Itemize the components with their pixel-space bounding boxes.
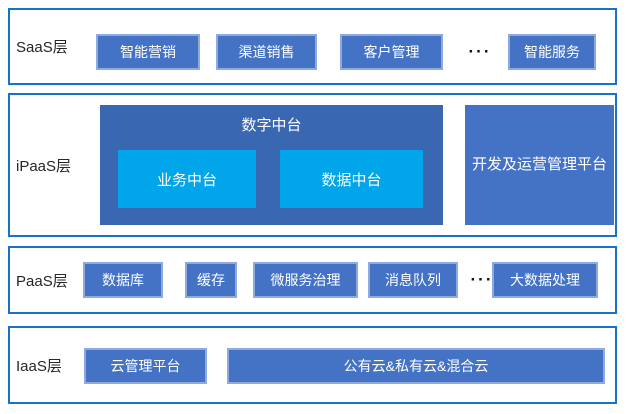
iaas-layer-label: IaaS层 <box>16 357 62 375</box>
paas-ellipsis: ··· <box>470 270 494 289</box>
saas-item-smart-marketing: 智能营销 <box>96 34 200 70</box>
devops-management-platform-box: 开发及运营管理平台 <box>465 105 614 225</box>
paas-layer-label: PaaS层 <box>16 272 68 290</box>
ipaas-band: iPaaS层 数字中台 业务中台 数据中台 开发及运营管理平台 <box>8 93 617 237</box>
saas-band: SaaS层 智能营销 渠道销售 客户管理 ··· 智能服务 <box>8 8 617 85</box>
paas-item-message-queue: 消息队列 <box>368 262 458 298</box>
iaas-item-cloud-management-platform: 云管理平台 <box>84 348 207 384</box>
saas-ellipsis: ··· <box>468 42 492 61</box>
iaas-item-public-private-hybrid-cloud: 公有云&私有云&混合云 <box>227 348 605 384</box>
saas-item-channel-sales: 渠道销售 <box>216 34 317 70</box>
paas-item-big-data-processing: 大数据处理 <box>492 262 598 298</box>
paas-item-cache: 缓存 <box>185 262 237 298</box>
iaas-band: IaaS层 云管理平台 公有云&私有云&混合云 <box>8 326 617 404</box>
saas-item-customer-management: 客户管理 <box>340 34 443 70</box>
saas-item-smart-service: 智能服务 <box>508 34 596 70</box>
digital-middle-platform-title: 数字中台 <box>241 117 302 134</box>
digital-middle-platform-box: 数字中台 业务中台 数据中台 <box>100 105 443 225</box>
data-middle-platform-box: 数据中台 <box>280 150 423 208</box>
paas-item-microservice-governance: 微服务治理 <box>253 262 358 298</box>
saas-layer-label: SaaS层 <box>16 39 68 56</box>
paas-item-database: 数据库 <box>83 262 163 298</box>
ipaas-layer-label: iPaaS层 <box>16 157 72 175</box>
business-middle-platform-box: 业务中台 <box>118 150 256 208</box>
paas-band: PaaS层 数据库 缓存 微服务治理 消息队列 ··· 大数据处理 <box>8 246 617 314</box>
